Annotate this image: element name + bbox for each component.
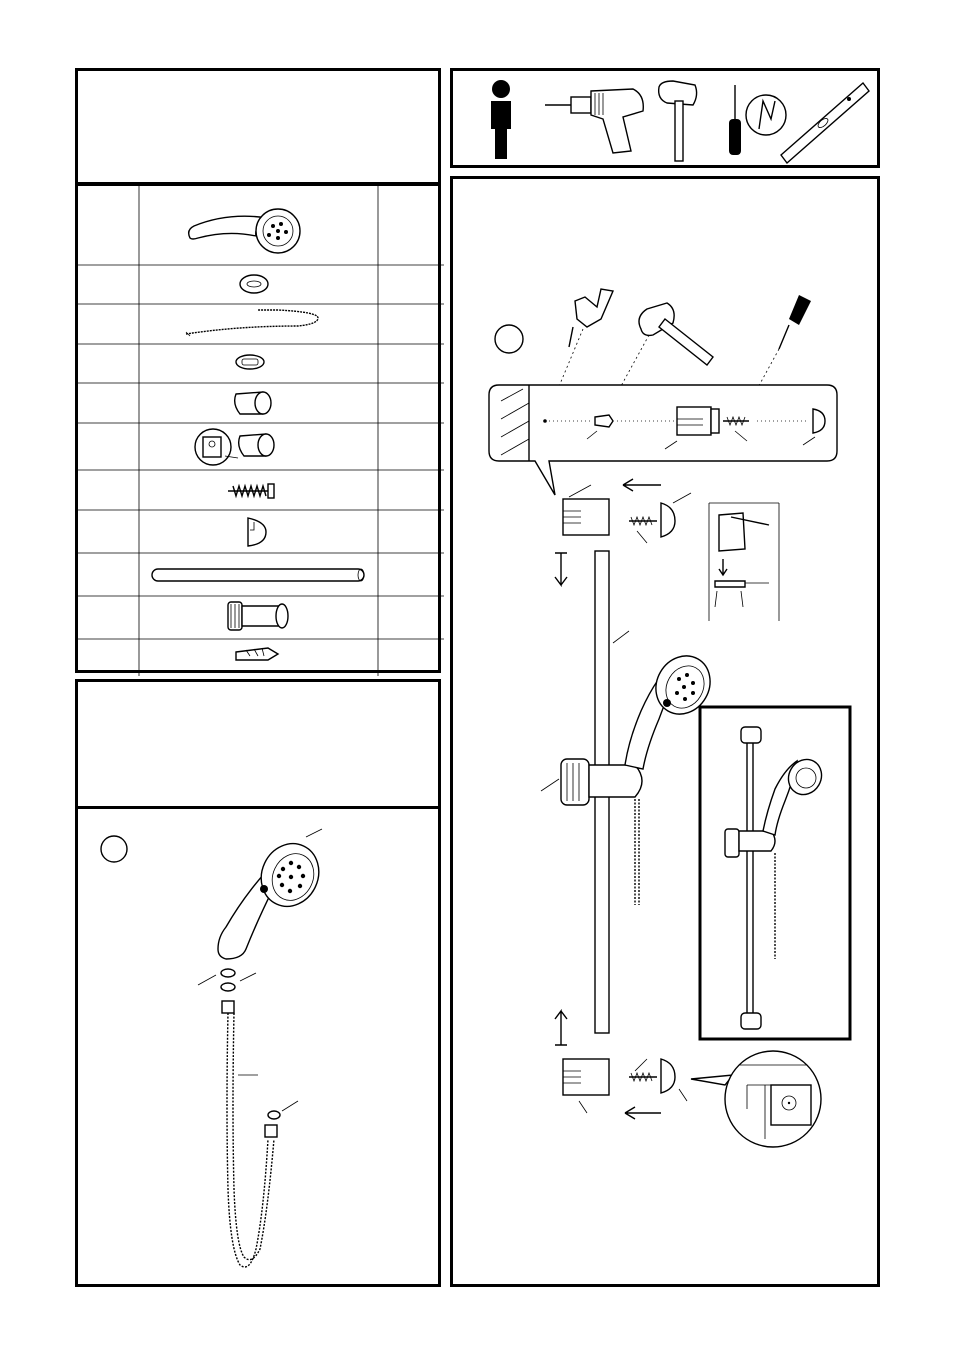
hose-assembly-handset-icon: [217, 828, 323, 960]
riser-rail-icon: [151, 568, 365, 582]
end-cap-icon: [247, 517, 267, 547]
assembled-view-inset: [698, 705, 852, 1041]
oval-washer-icon: [235, 354, 265, 370]
slider-icon: [227, 601, 289, 631]
hammer-diagram-icon: [602, 302, 714, 420]
hose-assembly-panel: [75, 806, 441, 1287]
spirit-level-icon: [780, 81, 870, 165]
parts-table-grid: [78, 186, 444, 676]
hammer-icon: [657, 80, 698, 162]
screwdriver-diagram-icon: [742, 295, 811, 416]
magnifier-detail-icon: [690, 1050, 822, 1148]
bottom-bracket-icon: [562, 1058, 688, 1120]
wall-mounting-callout: [488, 384, 838, 496]
hose-icon: [185, 309, 319, 337]
slider-handset-diagram: [540, 655, 711, 905]
pliers-icon: [745, 94, 787, 136]
top-bracket-icon: [554, 478, 692, 588]
drill-icon: [545, 88, 644, 154]
person-icon: [491, 80, 511, 159]
assembly-header-box: [75, 679, 441, 809]
wall-bracket-icon: [233, 391, 272, 415]
washer-icon: [239, 274, 269, 294]
wall-plug-icon: [235, 647, 280, 661]
up-arrow-icon: [554, 1008, 568, 1046]
screwdriver-icon: [729, 85, 741, 155]
installation-panel: [450, 176, 880, 1287]
parts-table: [75, 183, 444, 676]
step-marker-circle: [100, 835, 128, 863]
adjustable-bracket-icon: [194, 428, 275, 466]
tools-panel: [450, 68, 880, 168]
hose-assembly-washers-icon: [197, 968, 257, 992]
parts-header-box: [75, 68, 441, 185]
drill-diagram-icon: [546, 288, 614, 416]
bracket-detail-icon: [708, 502, 780, 621]
hose-assembly-hose-icon: [221, 1000, 299, 1268]
handset-icon: [187, 208, 301, 254]
screw-icon: [228, 483, 275, 499]
step-marker-circle: [494, 324, 524, 354]
